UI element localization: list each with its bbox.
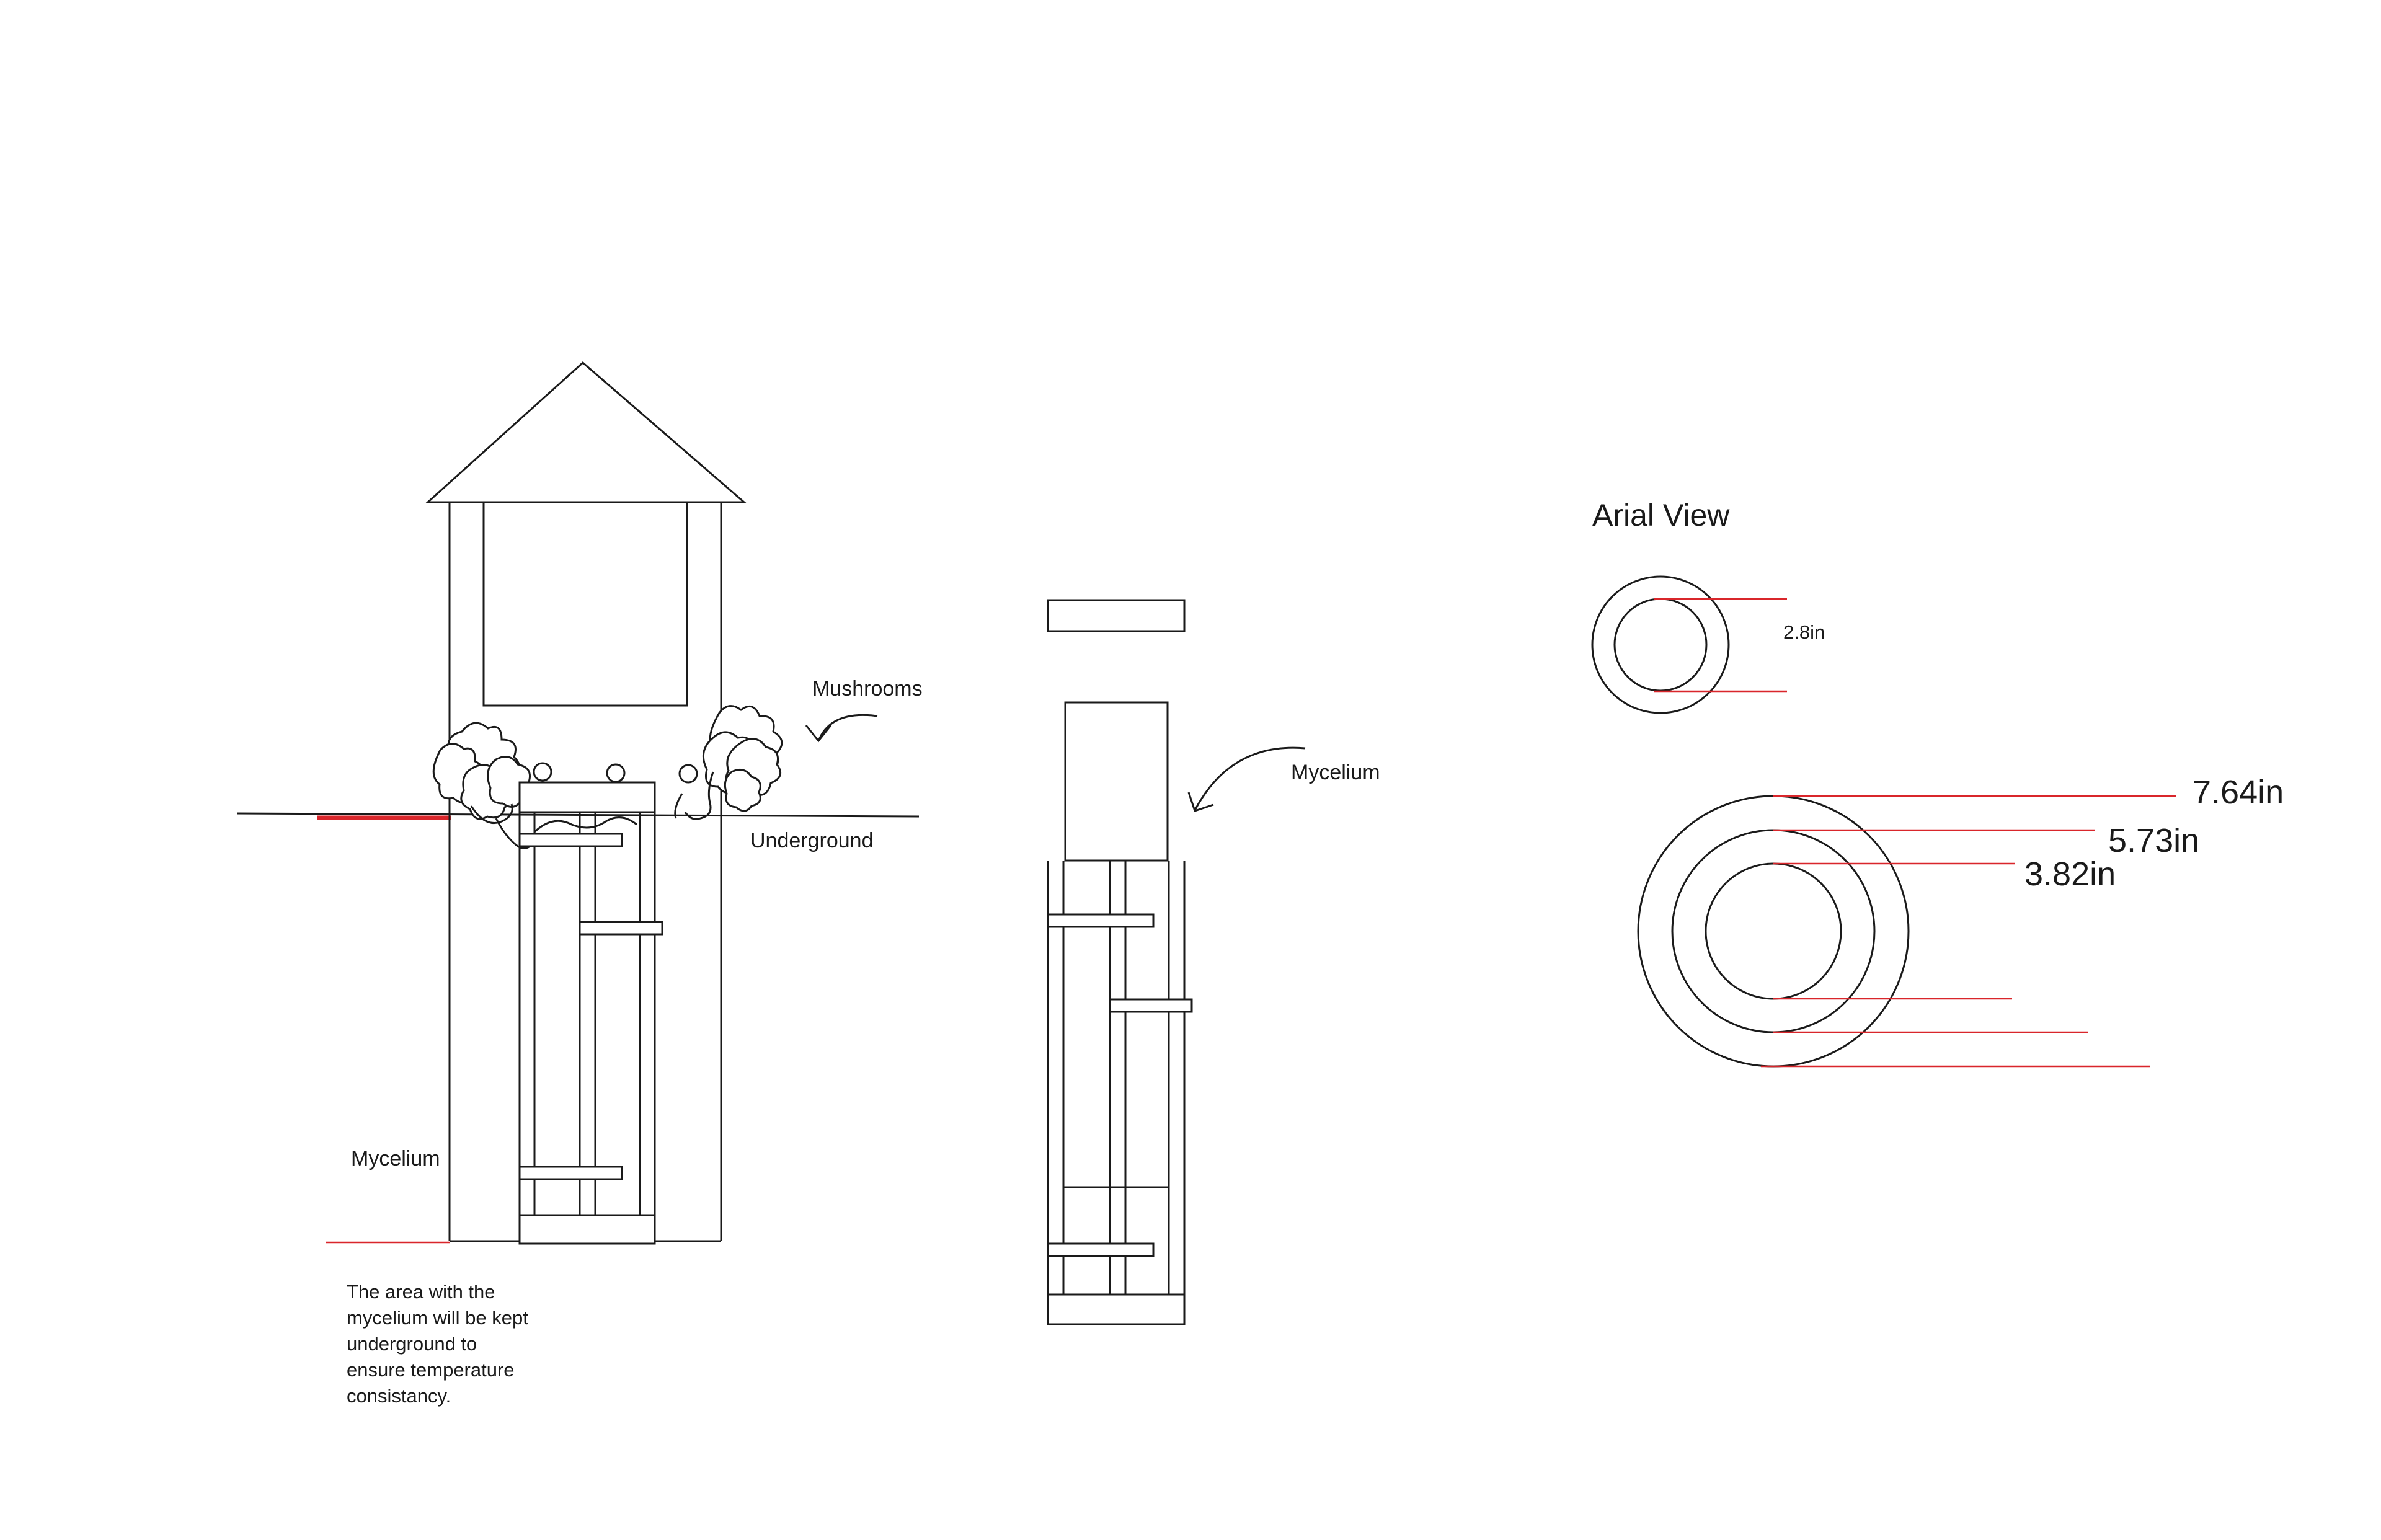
housing-window bbox=[482, 501, 688, 707]
note-line-2: mycelium will be kept bbox=[347, 1307, 528, 1329]
small-ring-inner bbox=[1613, 598, 1708, 692]
mycelium-label-section: Mycelium bbox=[1291, 761, 1380, 784]
note-text: The area with the mycelium will be kept … bbox=[347, 1281, 534, 1407]
section-base bbox=[1047, 1293, 1186, 1325]
middle-diameter-label: 5.73in bbox=[2108, 822, 2199, 859]
note-line-3: underground to bbox=[347, 1333, 477, 1355]
note-line-1: The area with the bbox=[347, 1281, 495, 1303]
note-line-4: ensure temperature bbox=[347, 1359, 515, 1381]
large-ring-outer bbox=[1637, 795, 1910, 1068]
mycelium-surface bbox=[533, 816, 637, 833]
arial-view-drawing: Arial View 2.8in 7.64in 5.73in 3.82in bbox=[1591, 498, 2284, 1068]
ground-line bbox=[236, 812, 920, 818]
container-base bbox=[518, 1214, 656, 1245]
container-lid bbox=[518, 781, 656, 813]
note-line-5: consistancy. bbox=[347, 1385, 451, 1407]
underground-label: Underground bbox=[750, 829, 873, 852]
inner-diameter-label: 3.82in bbox=[2024, 856, 2116, 893]
mycelium-arrow-section bbox=[1187, 746, 1306, 812]
small-ring-outer bbox=[1591, 575, 1730, 714]
mycelium-label-side: Mycelium bbox=[351, 1147, 440, 1170]
large-ring-inner bbox=[1705, 862, 1842, 1000]
section-view-drawing: Mycelium bbox=[1047, 599, 1380, 1325]
mushrooms-arrow bbox=[805, 714, 878, 743]
small-diameter-label: 2.8in bbox=[1783, 621, 1825, 643]
mushrooms-label: Mushrooms bbox=[812, 677, 923, 701]
section-cap bbox=[1047, 599, 1186, 632]
mushroom-cluster-left bbox=[432, 722, 552, 849]
arial-view-title: Arial View bbox=[1592, 498, 1730, 533]
outer-diameter-label: 7.64in bbox=[2193, 774, 2284, 811]
large-ring-middle bbox=[1671, 829, 1876, 1033]
roof-triangle bbox=[425, 361, 747, 503]
side-view-drawing: Mushrooms Underground Mycelium The area … bbox=[236, 361, 923, 1407]
mushroom-cluster-right bbox=[606, 705, 783, 820]
section-upper-tube bbox=[1064, 701, 1169, 862]
inner-container bbox=[518, 812, 663, 1245]
